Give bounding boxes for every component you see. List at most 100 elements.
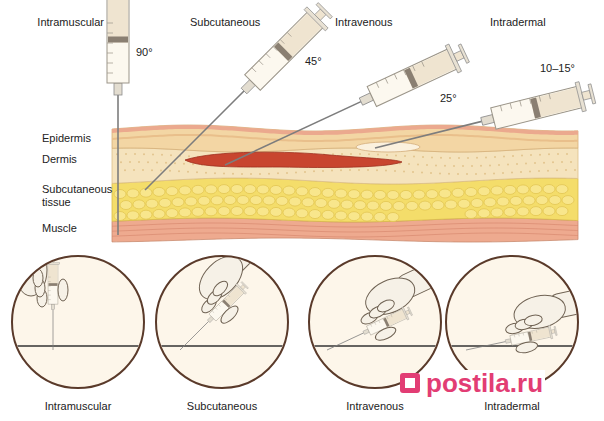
- fat-cell: [523, 196, 535, 205]
- dermis-dot: [214, 172, 216, 174]
- dermis-dot: [471, 165, 473, 167]
- dermis-dot: [548, 153, 550, 155]
- fat-cell: [211, 196, 223, 205]
- fat-cell: [263, 196, 275, 205]
- dermis-dot: [359, 153, 361, 155]
- syringe-barrel: [107, 0, 129, 83]
- epidermis-layer: [112, 125, 578, 152]
- plunger-seal: [383, 318, 389, 327]
- dermis-dot: [511, 172, 513, 174]
- fat-cell: [270, 185, 282, 194]
- dermis-dot: [431, 156, 433, 158]
- plunger-seal: [528, 332, 533, 341]
- graduation-mark: [527, 332, 529, 335]
- intramuscular-syringe: [103, 0, 133, 235]
- circle-ground: [309, 256, 441, 388]
- thumb: [58, 279, 68, 301]
- dermis-dot: [404, 155, 406, 157]
- dermis-dot: [322, 170, 324, 172]
- graduation-mark: [273, 46, 277, 50]
- dermis-dot: [476, 157, 478, 159]
- fat-cell: [374, 212, 386, 221]
- dermis-dot: [142, 169, 144, 171]
- fat-cell: [491, 208, 503, 217]
- method-label: Subcutaneous: [190, 16, 260, 29]
- needle: [466, 342, 506, 350]
- dermis-dot: [295, 171, 297, 173]
- dermis-dot: [165, 162, 167, 164]
- dermis-dot: [277, 172, 279, 174]
- dermis-dot: [367, 169, 369, 171]
- fat-cell: [348, 190, 360, 199]
- dermis-dot: [349, 169, 351, 171]
- technique-label: Intramuscular: [45, 400, 112, 413]
- muscle-fiber: [112, 233, 578, 237]
- graduation-mark: [212, 311, 214, 313]
- plunger-seal: [222, 300, 230, 308]
- fat-cell: [543, 207, 555, 216]
- dermis-dot: [453, 165, 455, 167]
- skin-cross-section: [112, 125, 578, 242]
- graduation-mark: [371, 324, 372, 326]
- fat-cell: [478, 209, 490, 218]
- fat-cell: [302, 198, 314, 207]
- technique-circle: [446, 256, 604, 388]
- circle-outline: [309, 256, 441, 388]
- circle-ground: [446, 256, 578, 388]
- fat-cell: [192, 207, 204, 216]
- fat-cell: [166, 187, 178, 196]
- plunger-seal: [530, 98, 541, 119]
- fat-cell: [127, 211, 139, 220]
- dermis-dot: [494, 156, 496, 158]
- muscle-fiber: [112, 223, 578, 227]
- graduation-mark: [514, 335, 516, 338]
- syringes: [103, 0, 597, 235]
- dermis-dot: [448, 173, 450, 175]
- dermis-dot: [439, 172, 441, 174]
- graduation-mark: [225, 298, 227, 300]
- needle: [225, 102, 361, 165]
- finger: [210, 279, 230, 299]
- fat-cell: [153, 187, 165, 196]
- dermis-dot: [422, 156, 424, 158]
- finger: [523, 314, 543, 328]
- fat-cell: [283, 186, 295, 195]
- fat-cell: [497, 197, 509, 206]
- gloved-hand: [191, 216, 283, 308]
- fat-cell: [458, 199, 470, 208]
- fat-cell: [146, 199, 158, 208]
- fat-cell: [549, 196, 561, 205]
- technique-circle: [156, 216, 288, 388]
- method-label: Intramuscular: [37, 16, 104, 29]
- plunger-thumb: [241, 282, 248, 289]
- fat-cell: [387, 190, 399, 199]
- fat-cell: [309, 210, 321, 219]
- graduation-mark: [48, 299, 51, 300]
- dermis-dot: [521, 155, 523, 157]
- graduation-mark: [228, 295, 230, 297]
- dermis-dot: [124, 169, 126, 171]
- circle-ground: [12, 256, 144, 388]
- fat-cell: [478, 187, 490, 196]
- fat-cell: [361, 190, 373, 199]
- fat-cell: [465, 188, 477, 197]
- graduation-mark: [379, 320, 380, 322]
- technique-circle: [12, 198, 144, 388]
- dermis-dot: [174, 162, 176, 164]
- dermis-dot: [187, 171, 189, 173]
- dermis-dot: [268, 173, 270, 175]
- dermis-dot: [530, 154, 532, 156]
- palm: [360, 271, 421, 322]
- dermis-dot: [147, 161, 149, 163]
- plunger-thumb: [407, 307, 412, 316]
- needle: [145, 91, 244, 190]
- fat-cell: [179, 208, 191, 217]
- thumb: [218, 303, 241, 326]
- dermis-dot: [129, 161, 131, 163]
- fat-cell: [270, 207, 282, 216]
- fat-cell: [413, 190, 425, 199]
- fat-cell: [543, 185, 555, 194]
- fat-cell: [328, 199, 340, 208]
- dermis-dot: [484, 173, 486, 175]
